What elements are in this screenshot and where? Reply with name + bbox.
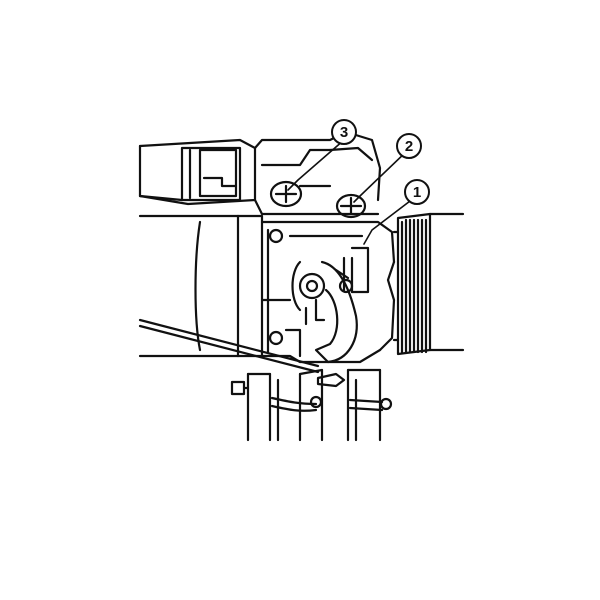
callout-2-label: 2 [405, 138, 413, 155]
screw-right [335, 193, 367, 219]
body-bolts [268, 228, 284, 346]
right-hose-clamp [392, 212, 432, 356]
linkage-rod [138, 318, 320, 374]
callout-3-label: 3 [340, 124, 348, 141]
choke-linkage [334, 246, 370, 294]
upper-left-tube [138, 138, 257, 206]
horizontal-pipes [138, 212, 465, 358]
lower-hose-clamps [230, 372, 393, 412]
callout-3: 3 [331, 119, 357, 145]
callout-1: 1 [404, 179, 430, 205]
leader-lines [287, 139, 415, 245]
callout-2: 2 [396, 133, 422, 159]
screw-left [269, 180, 303, 208]
callout-1-label: 1 [413, 184, 421, 201]
lower-tubes [246, 368, 382, 442]
